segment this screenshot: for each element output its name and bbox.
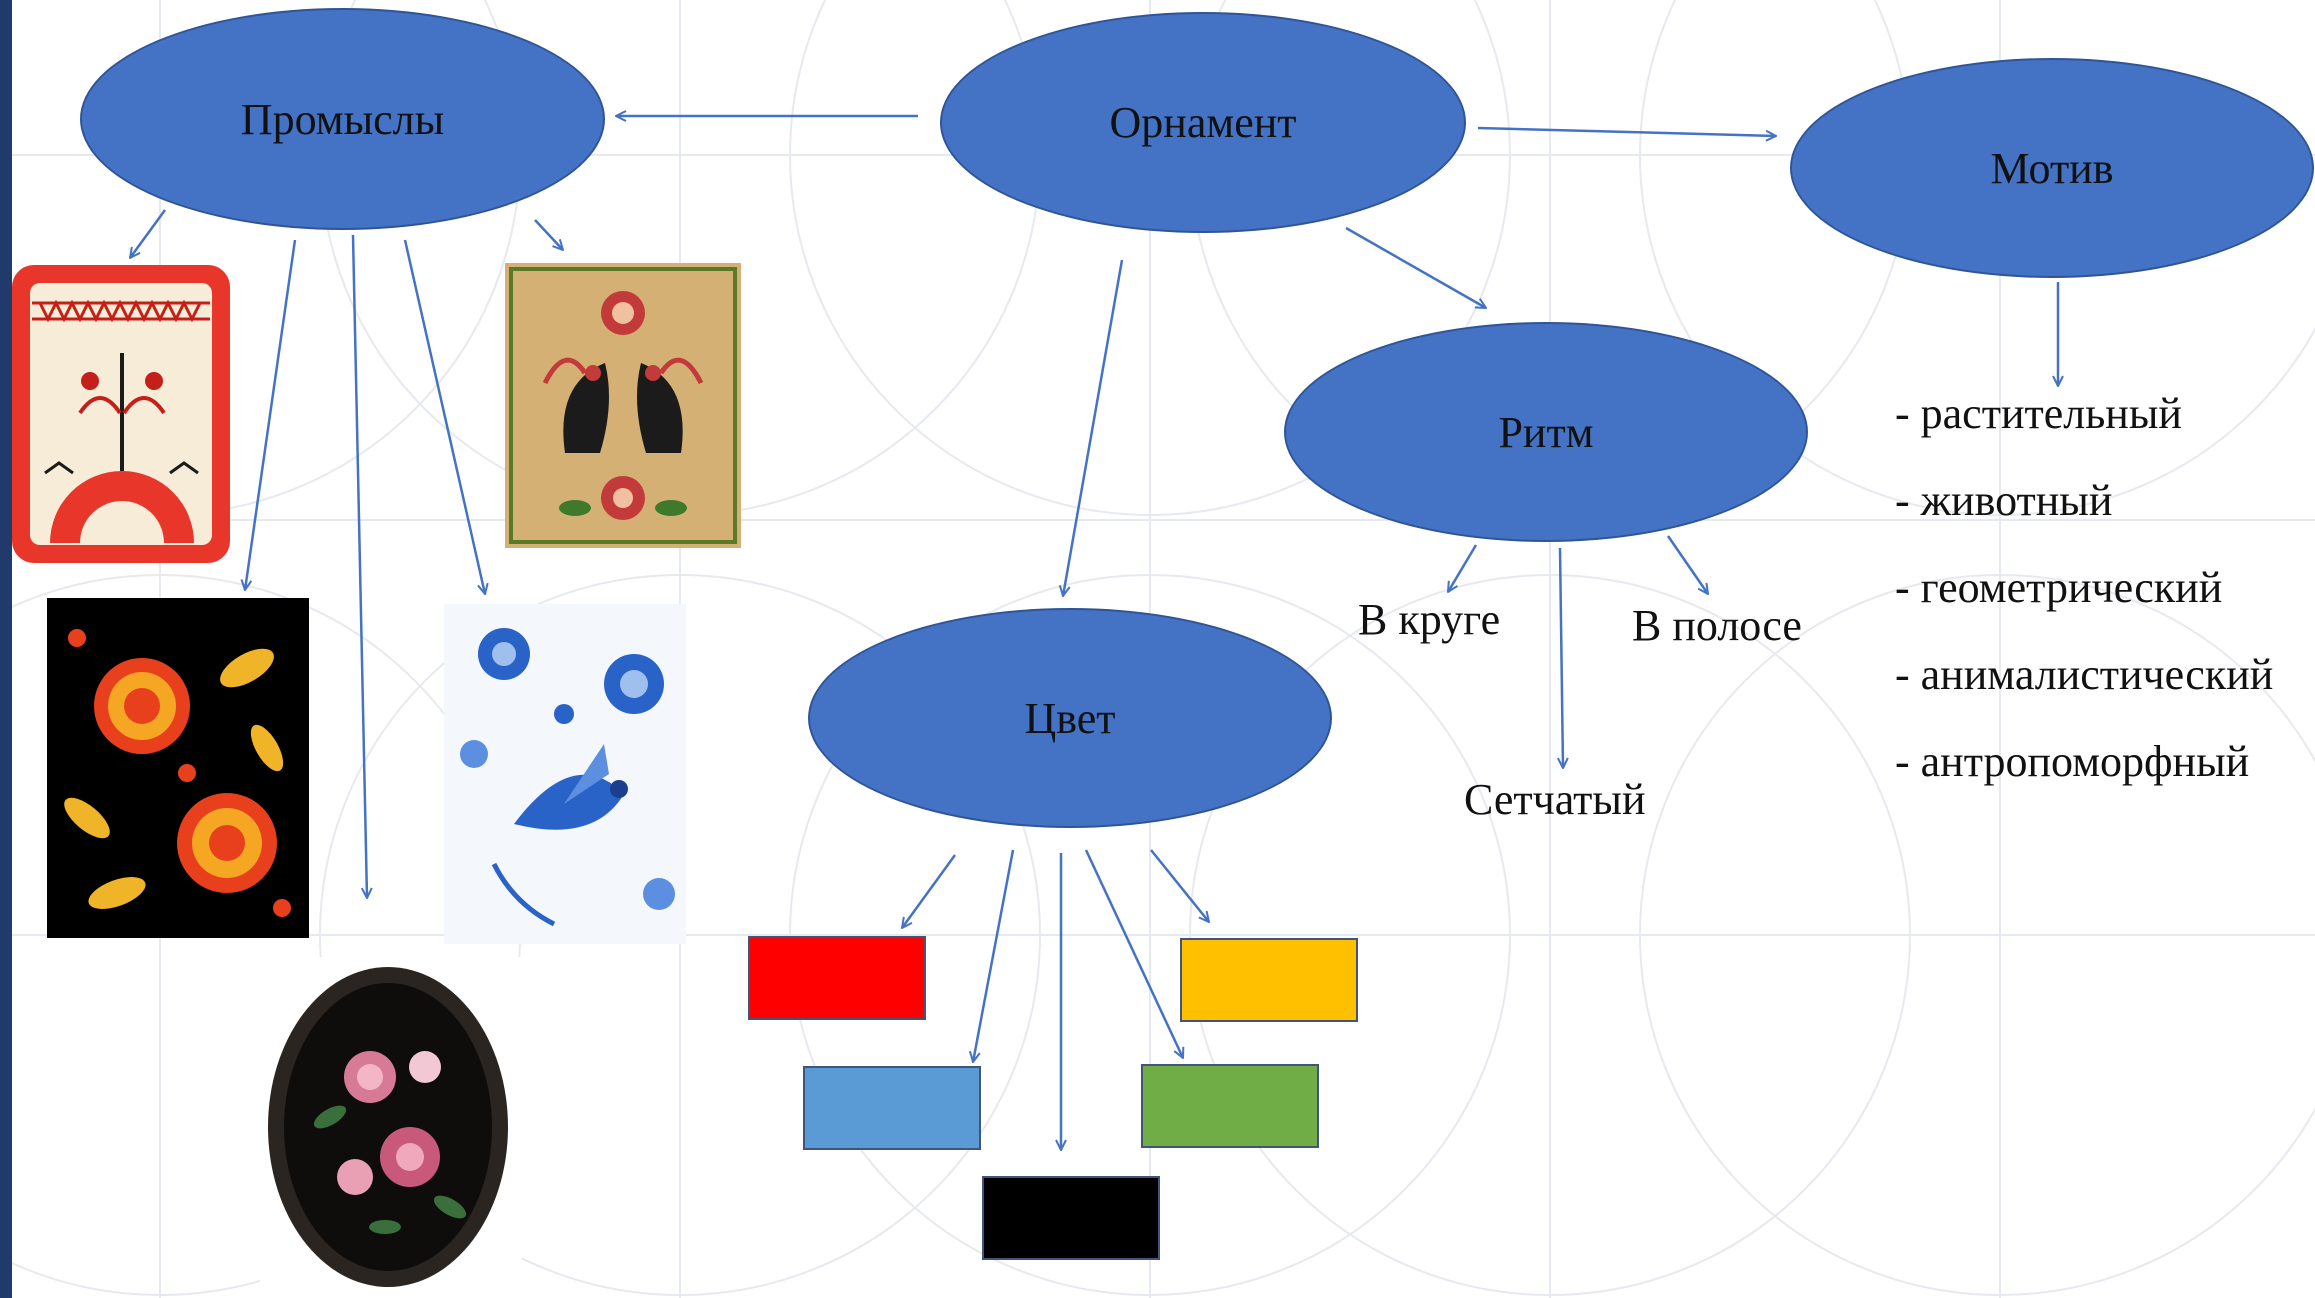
zhostovo-tray-image bbox=[260, 957, 522, 1295]
motif-types-list: - растительный - животный - геометрическ… bbox=[1895, 388, 2273, 823]
motif-label: Мотив bbox=[1990, 143, 2114, 193]
left-accent-bar bbox=[0, 0, 12, 1298]
ornament-node: Орнамент bbox=[940, 12, 1466, 233]
motif-type-item: - растительный bbox=[1895, 389, 2182, 438]
yellow-swatch bbox=[1180, 938, 1358, 1022]
color-node: Цвет bbox=[808, 608, 1332, 828]
red-swatch bbox=[748, 936, 926, 1020]
gzhel-painting-image bbox=[444, 604, 686, 944]
ornament-label: Орнамент bbox=[1109, 98, 1297, 147]
black-swatch bbox=[982, 1176, 1160, 1260]
motif-type-item: - анималистический bbox=[1895, 650, 2274, 699]
rhythm-node: Ритм bbox=[1284, 322, 1808, 542]
khokhloma-painting-image bbox=[47, 598, 309, 938]
rhythm-stripe-label: В полосе bbox=[1632, 601, 1802, 650]
motif-type-item: - геометрический bbox=[1895, 563, 2223, 612]
motif-type-item: - животный bbox=[1895, 476, 2113, 525]
motif-node: Мотив bbox=[1790, 58, 2314, 278]
mezen-painting-image bbox=[10, 263, 232, 565]
green-swatch bbox=[1141, 1064, 1319, 1148]
color-label: Цвет bbox=[1024, 693, 1116, 743]
gorodets-painting-image bbox=[505, 263, 741, 548]
motif-type-item: - антропоморфный bbox=[1895, 737, 2250, 786]
rhythm-circle-label: В круге bbox=[1358, 595, 1501, 644]
rhythm-label: Ритм bbox=[1498, 407, 1594, 457]
light-blue-swatch bbox=[803, 1066, 981, 1150]
crafts-node: Промыслы bbox=[80, 8, 605, 230]
rhythm-mesh-label: Сетчатый bbox=[1464, 775, 1646, 824]
crafts-label: Промыслы bbox=[240, 94, 445, 144]
